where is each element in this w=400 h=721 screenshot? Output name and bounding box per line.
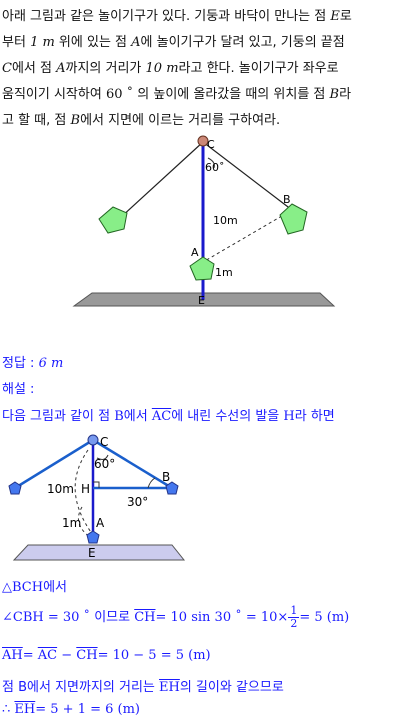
label-c: C	[207, 138, 215, 151]
label2-b: B	[162, 470, 170, 484]
answer-line: 정답 : 6 m	[2, 356, 64, 371]
figure-ride: C 60˚ B 10m A 1m E	[72, 135, 336, 307]
label-1m: 1m	[215, 266, 233, 279]
problem-text: 아래 그림과 같은 놀이기구가 있다. 기둥과 바닥이 만나는 점 E로 부터 …	[2, 9, 352, 128]
label2-a: A	[96, 516, 105, 530]
pentagon-right	[279, 203, 308, 235]
label-e: E	[198, 294, 205, 307]
label2-10m: 10m	[47, 482, 74, 496]
label2-60: 60°	[94, 457, 115, 471]
label-a: A	[191, 246, 199, 259]
label2-1m: 1m	[62, 516, 81, 530]
calc-line4: 점 B에서 지면까지의 거리는 EH의 길이와 같으므로	[2, 680, 284, 695]
label2-e: E	[88, 546, 96, 560]
point-c-2	[87, 434, 99, 446]
label2-30: 30°	[127, 495, 148, 509]
calc-line3: AH= AC − CH= 10 − 5 = 5 (m)	[2, 648, 211, 663]
pentagon-a	[189, 256, 215, 281]
label-b: B	[283, 193, 291, 206]
label2-h: H	[81, 482, 90, 496]
calc-line1: △BCH에서	[2, 580, 67, 595]
figure-solution: C 60° B 10m H 30° 1m A E	[8, 434, 186, 561]
pentagon-right-2	[165, 481, 179, 495]
label-10m: 10m	[213, 214, 238, 227]
pentagon-a-2	[86, 530, 100, 544]
explain-line1: 다음 그림과 같이 점 B에서 AC에 내린 수선의 발을 H라 하면	[2, 409, 335, 424]
pentagon-left-2	[8, 481, 22, 495]
point-c	[197, 135, 209, 147]
explain-label: 해설 :	[2, 382, 35, 397]
calc-line5: ∴ EH= 5 + 1 = 6 (m)	[2, 702, 141, 717]
label2-c: C	[100, 435, 108, 449]
pentagon-left	[98, 206, 128, 234]
label-60: 60˚	[205, 161, 225, 174]
ground-plane-2	[12, 544, 186, 561]
